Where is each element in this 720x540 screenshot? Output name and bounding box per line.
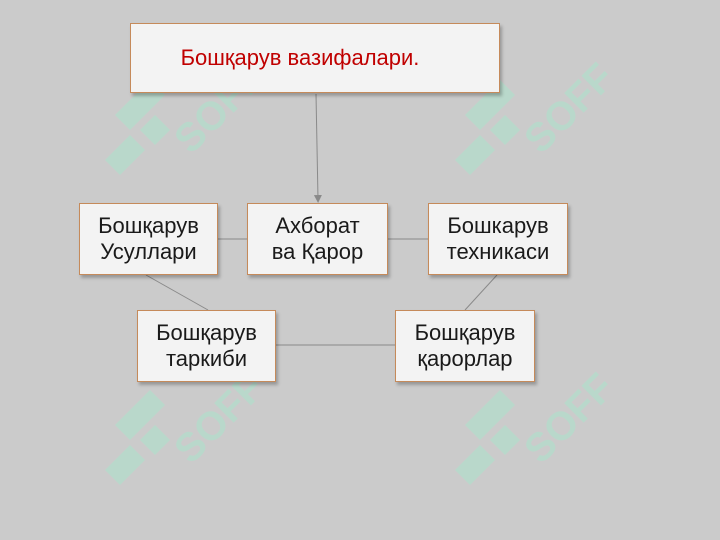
soff-watermark-logo: SOFF: [105, 365, 273, 485]
node-structure: Бошқарув таркиби: [137, 310, 276, 382]
node-methods-line2: Усуллари: [100, 239, 197, 264]
arrow-title-to-info: [313, 93, 322, 203]
node-decisions-line1: Бошқарув: [414, 320, 516, 346]
node-decisions: Бошқарув қарорлар: [395, 310, 535, 382]
connector-methods-structure: [145, 274, 209, 311]
title-text: Бошқарув вазифалари.: [180, 45, 420, 71]
soff-watermark-logo: SOFF: [455, 55, 623, 175]
node-technique-line2: техникаси: [446, 239, 550, 264]
soff-watermark-logo: SOFF: [455, 365, 623, 485]
connector-technique-decisions: [464, 274, 498, 311]
node-technique-line1: Бошкарув: [447, 213, 549, 239]
title-box: Бошқарув вазифалари.: [130, 23, 500, 93]
node-info: Ахборат ва Қарор: [247, 203, 388, 275]
node-structure-line1: Бошқарув: [156, 320, 257, 346]
node-technique: Бошкарув техникаси: [428, 203, 568, 275]
node-info-line2: ва Қарор: [271, 239, 364, 264]
node-decisions-line2: қарорлар: [417, 346, 513, 371]
node-info-line1: Ахборат: [275, 213, 360, 239]
node-methods-line1: Бошқарув: [98, 213, 199, 239]
node-structure-line2: таркиби: [165, 346, 248, 371]
node-methods: Бошқарув Усуллари: [79, 203, 218, 275]
